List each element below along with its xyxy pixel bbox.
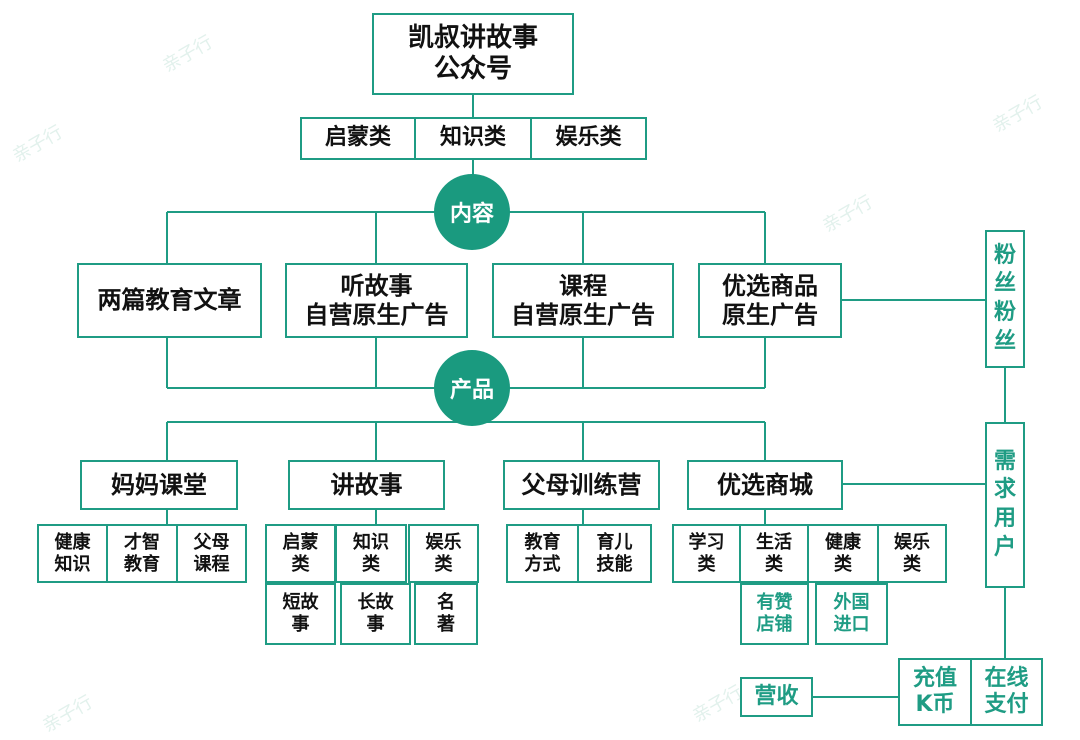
mall-sub-item: 娱乐 类 [877,524,947,583]
demand-users-box: 需 求 用 户 [985,422,1025,588]
product-mall: 优选商城 [687,460,843,510]
product-mama-class: 妈妈课堂 [80,460,238,510]
camp-sub-item: 育儿 技能 [577,524,652,583]
story-sub-item: 娱乐 类 [408,524,479,583]
content-hub: 内容 [434,174,510,250]
camp-sub-item: 教育 方式 [506,524,579,583]
mama-sub-item: 父母 课程 [176,524,247,583]
story-sub-item: 知识 类 [335,524,407,583]
mall-sub-item: 生活 类 [739,524,809,583]
category-knowledge: 知识类 [414,117,532,160]
story-sub-item: 启蒙 类 [265,524,336,583]
revenue-box: 营收 [740,677,813,717]
mama-sub-item: 健康 知识 [37,524,108,583]
mall-sub-item: 健康 类 [807,524,879,583]
mall-sub2-youzan-store: 有赞 店铺 [740,583,809,645]
content-stories-ads: 听故事 自营原生广告 [285,263,468,338]
recharge-kcoin-box: 充值 K币 [898,658,972,726]
fans-box: 粉 丝 粉 丝 [985,230,1025,368]
product-hub: 产品 [434,350,510,426]
product-parent-camp: 父母训练营 [503,460,660,510]
mall-sub-item: 学习 类 [672,524,741,583]
online-payment-box: 在线 支付 [970,658,1043,726]
category-enlightenment: 启蒙类 [300,117,416,160]
product-storytelling: 讲故事 [288,460,445,510]
story-sub2-item: 长故 事 [340,583,411,645]
mall-sub2-import: 外国 进口 [815,583,888,645]
content-courses-ads: 课程 自营原生广告 [492,263,674,338]
title-box: 凯叔讲故事 公众号 [372,13,574,95]
story-sub2-item: 名 著 [414,583,478,645]
content-goods-ads: 优选商品 原生广告 [698,263,842,338]
story-sub2-item: 短故 事 [265,583,336,645]
content-articles: 两篇教育文章 [77,263,262,338]
mama-sub-item: 才智 教育 [106,524,178,583]
category-entertainment: 娱乐类 [530,117,647,160]
